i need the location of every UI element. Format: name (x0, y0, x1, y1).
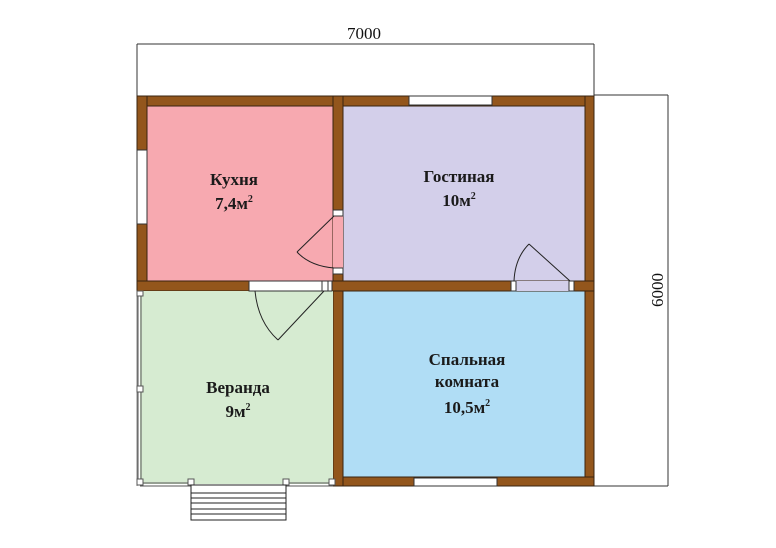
room-area: 7,4м2 (215, 194, 253, 213)
room-name-line2: комната (434, 372, 500, 391)
height-dimension-label: 6000 (648, 273, 667, 307)
room-label-living: Гостиная 10м2 (423, 167, 494, 211)
window-bedroom-bottom (413, 477, 498, 487)
room-label-kitchen: Кухня 7,4м2 (210, 170, 258, 214)
room-name: Кухня (210, 170, 258, 189)
window-kitchen-left (136, 149, 148, 225)
room-area: 10м2 (442, 191, 476, 210)
room-label-bedroom: Спальная комната 10,5м2 (429, 349, 506, 419)
room-name-line1: Спальная (428, 350, 506, 369)
room-living (342, 105, 586, 282)
entrance-steps (190, 484, 287, 521)
room-kitchen (146, 105, 334, 282)
room-name: Веранда (206, 378, 270, 397)
room-name: Гостиная (423, 167, 495, 186)
window-living-top (408, 95, 493, 106)
door-kitchen-living (296, 209, 344, 275)
room-area: 10,5м2 (443, 398, 491, 417)
room-veranda (140, 291, 333, 484)
width-dimension-label: 7000 (347, 24, 381, 43)
veranda-railing (136, 290, 336, 487)
door-veranda-kitchen (248, 280, 333, 341)
room-area: 9м2 (225, 402, 251, 421)
windows (136, 95, 498, 487)
room-bedroom (342, 290, 586, 478)
room-label-veranda: Веранда 9м2 (206, 378, 270, 422)
door-living-bedroom (510, 243, 575, 292)
